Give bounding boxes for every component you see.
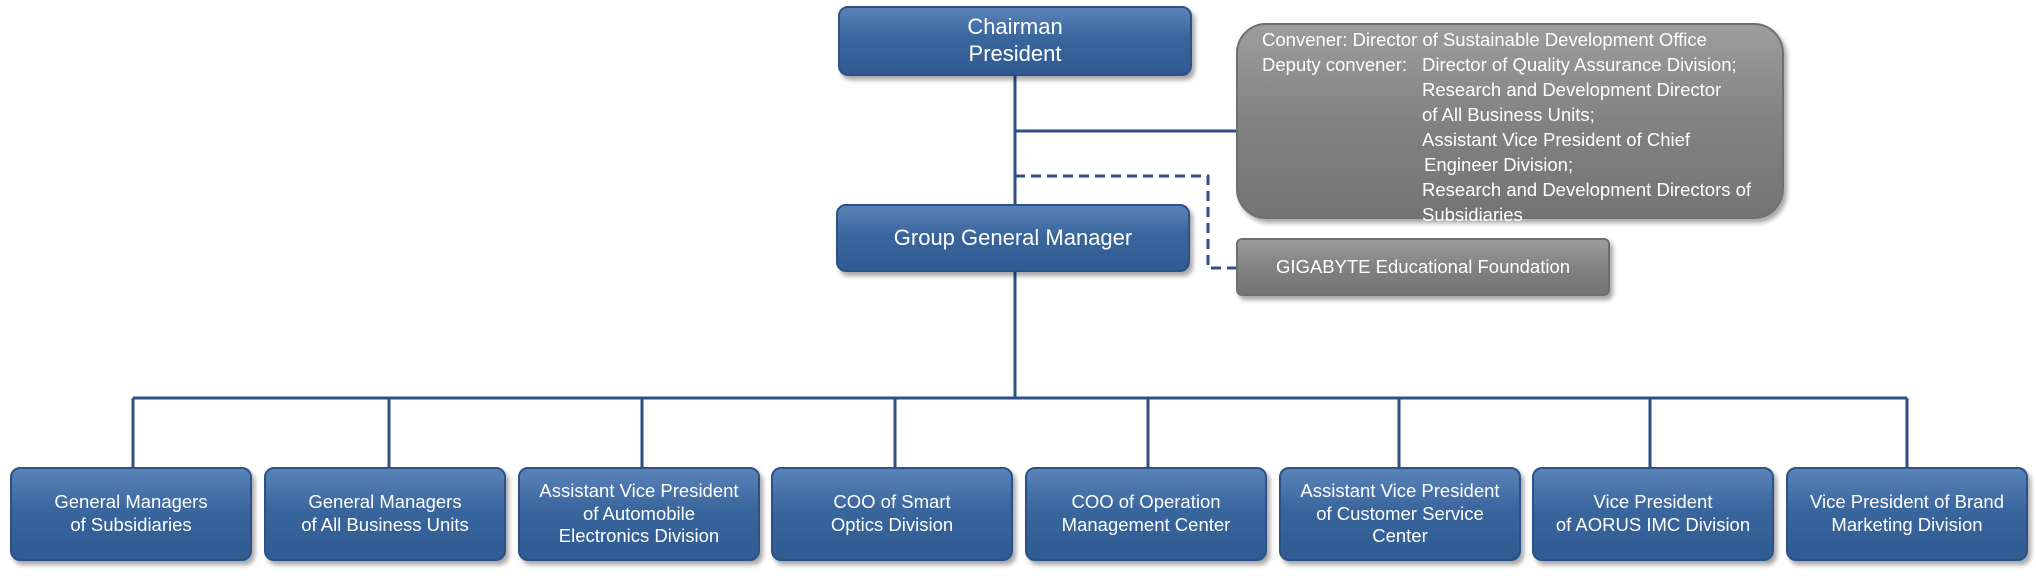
convener-row: Convener: Director of Sustainable Develo…	[1262, 27, 1751, 52]
division-label-line: of Automobile	[582, 502, 696, 524]
deputy-convener-label: Deputy convener:	[1262, 54, 1408, 75]
division-label-line: Electronics Division	[558, 525, 720, 547]
division-label-line: COO of Smart	[833, 491, 951, 513]
chairman-label: Chairman	[967, 14, 1063, 40]
division-label-line: Marketing Division	[1831, 514, 1983, 535]
division-label-line: Assistant Vice President	[539, 480, 739, 502]
division-label-line: General Managers	[308, 491, 462, 513]
division-box-operation-management: COO of Operation Management Center	[1025, 467, 1267, 561]
division-box-brand-marketing: Vice President of Brand Marketing Divisi…	[1786, 467, 2028, 561]
division-label-line: Assistant Vice President	[1300, 480, 1500, 502]
division-box-subsidiaries: General Managers of Subsidiaries	[10, 467, 252, 561]
division-box-business-units: General Managers of All Business Units	[264, 467, 506, 561]
deputy-line: Assistant Vice President of Chief	[1422, 129, 1691, 150]
deputy-line: of All Business Units;	[1422, 104, 1595, 125]
deputy-line: Engineer Division;	[1424, 154, 1574, 175]
convener-value: Director of Sustainable Development Offi…	[1352, 29, 1707, 50]
sustainability-committee-box: Convener: Director of Sustainable Develo…	[1236, 23, 1784, 225]
division-label-line: of AORUS IMC Division	[1555, 514, 1751, 535]
deputy-line: Research and Development Directors of	[1422, 179, 1752, 200]
chairman-president-box: Chairman President	[838, 6, 1192, 76]
foundation-label: GIGABYTE Educational Foundation	[1275, 255, 1571, 277]
connector-dashed-foundation	[1015, 174, 1236, 270]
division-label-line: General Managers	[54, 491, 208, 513]
foundation-box: GIGABYTE Educational Foundation	[1236, 238, 1610, 296]
division-label-line: Center	[1372, 525, 1428, 547]
division-box-customer-service: Assistant Vice President of Customer Ser…	[1279, 467, 1521, 561]
deputy-line: Subsidiaries	[1422, 204, 1523, 225]
division-box-aorus-imc: Vice President of AORUS IMC Division	[1532, 467, 1774, 561]
division-box-smart-optics: COO of Smart Optics Division	[771, 467, 1013, 561]
division-label-line: Management Center	[1061, 514, 1231, 535]
division-label-line: COO of Operation	[1071, 491, 1221, 513]
group-general-manager-box: Group General Manager	[836, 204, 1190, 272]
division-label-line: of All Business Units	[301, 514, 469, 535]
deputy-line: Director of Quality Assurance Division;	[1422, 54, 1737, 75]
deputy-convener-row: Deputy convener: Director of Quality Ass…	[1262, 52, 1751, 227]
division-label-line: of Customer Service	[1316, 502, 1484, 524]
deputy-line: Research and Development Director	[1422, 79, 1722, 100]
group-general-manager-label: Group General Manager	[893, 224, 1133, 250]
division-label-line: of Subsidiaries	[70, 514, 192, 535]
division-label-line: Vice President	[1593, 491, 1713, 513]
division-label-line: Vice President of Brand	[1809, 491, 2005, 513]
division-box-automobile-electronics: Assistant Vice President of Automobile E…	[518, 467, 760, 561]
president-label: President	[968, 41, 1062, 66]
convener-label: Convener:	[1262, 29, 1348, 50]
division-label-line: Optics Division	[830, 514, 954, 535]
